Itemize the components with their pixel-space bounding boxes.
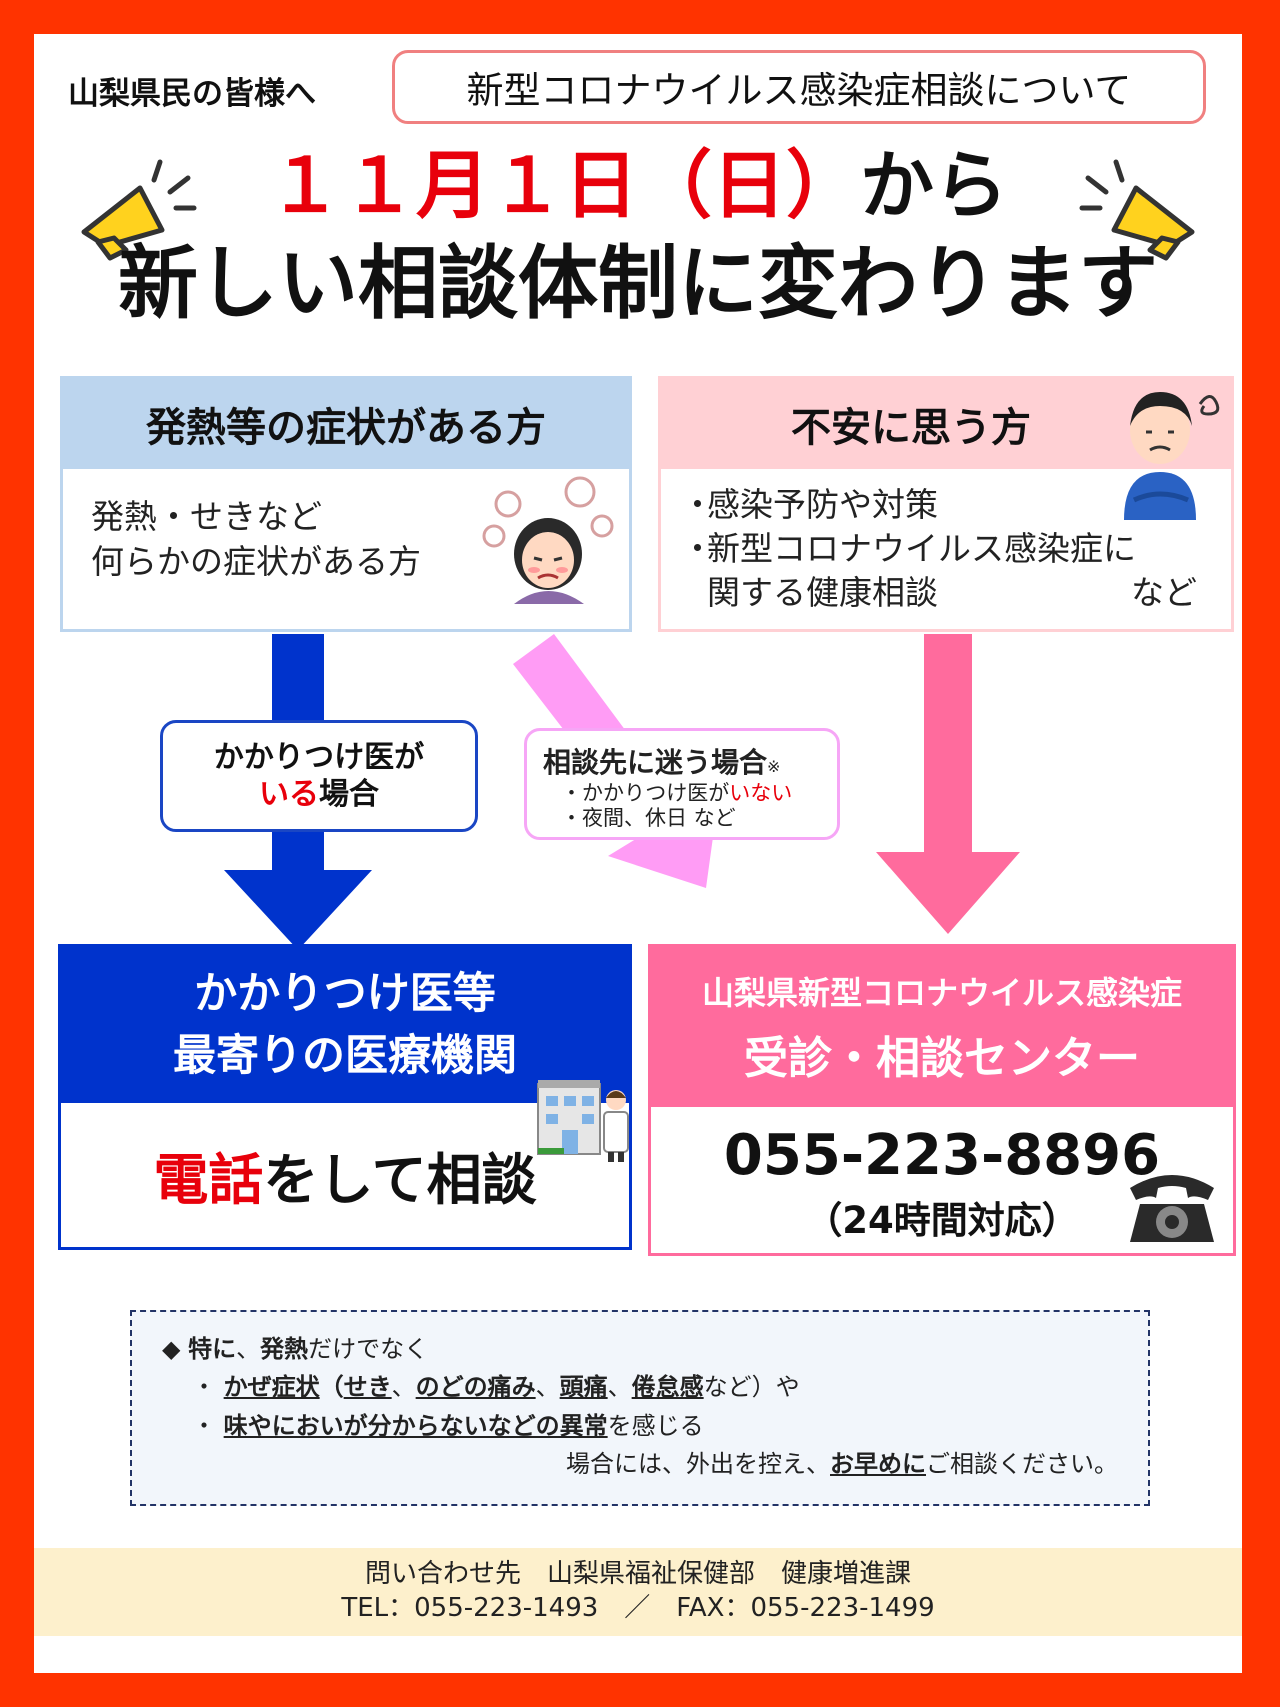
center-box-title: 山梨県新型コロナウイルス感染症 受診・相談センター bbox=[651, 947, 1233, 1107]
fever-line-1: 発熱・せきなど bbox=[91, 497, 322, 536]
has-gp-label: かかりつけ医が いる場合 bbox=[160, 720, 478, 832]
arrow-to-center bbox=[876, 634, 1020, 934]
start-date-headline: １１月１日（日）から bbox=[34, 142, 1242, 231]
fever-symptoms-box: 発熱等の症状がある方 発熱・せきなど 何らかの症状がある方 bbox=[60, 376, 632, 632]
topic-box: 新型コロナウイルス感染症相談について bbox=[392, 50, 1206, 124]
center-hours: （24時間対応） bbox=[805, 1199, 1079, 1242]
fever-box-body: 発熱・せきなど 何らかの症状がある方 bbox=[63, 469, 629, 610]
contact-department: 問い合わせ先 山梨県福祉保健部 健康増進課 bbox=[364, 1559, 911, 1590]
anxiety-box: 不安に思う方 ・ 感染予防や対策 ・ 新型コロナウイルス感染症に 関する健康相談… bbox=[658, 376, 1234, 632]
notice-line-3: ・ 味やにおいが分からないなどの異常を感じる bbox=[192, 1411, 704, 1440]
anxiety-box-body: ・ 感染予防や対策 ・ 新型コロナウイルス感染症に 関する健康相談 など bbox=[661, 469, 1231, 629]
contact-footer: 問い合わせ先 山梨県福祉保健部 健康増進課 TEL：055-223-1493 ／… bbox=[34, 1548, 1242, 1636]
megaphone-icon bbox=[81, 159, 197, 261]
gp-box: かかりつけ医等 最寄りの医療機関 電話をして相談 bbox=[58, 944, 632, 1250]
center-box-body: 055-223-8896 （24時間対応） bbox=[651, 1107, 1233, 1244]
fever-box-title: 発熱等の症状がある方 bbox=[63, 379, 629, 469]
notice-line-4: 場合には、外出を控え、お早めにご相談ください。 bbox=[566, 1450, 1118, 1479]
anxiety-bullet-2-cont: 関する健康相談 など bbox=[707, 572, 1197, 612]
telephone-icon bbox=[1130, 1175, 1214, 1242]
to-residents: 山梨県民の皆様へ bbox=[68, 76, 316, 112]
start-date: １１月１日（日） bbox=[268, 143, 860, 229]
notice-box: ◆ 特に、発熱だけでなく ・ かぜ症状（せき、のどの痛み、頭痛、倦怠感など）や … bbox=[130, 1310, 1150, 1506]
gp-box-title: かかりつけ医等 最寄りの医療機関 bbox=[61, 947, 629, 1103]
anxiety-bullet-2: ・ 新型コロナウイルス感染症に bbox=[681, 528, 1136, 568]
poster: 山梨県民の皆様へ 新型コロナウイルス感染症相談について １１月１日（日）から 新… bbox=[34, 34, 1242, 1673]
hospital-doctor-icon bbox=[537, 1080, 629, 1162]
unsure-label: 相談先に迷う場合※ ・かかりつけ医がいない ・夜間、休日 など bbox=[524, 728, 840, 840]
gp-box-body: 電話をして相談 bbox=[153, 1148, 537, 1212]
woman-sick-icon bbox=[482, 476, 614, 604]
megaphone-icon bbox=[1079, 159, 1195, 261]
notice-line-1: ◆ 特に、発熱だけでなく bbox=[162, 1335, 429, 1363]
notice-line-2: ・ かぜ症状（せき、のどの痛み、頭痛、倦怠感など）や bbox=[192, 1373, 800, 1402]
consultation-center-box: 山梨県新型コロナウイルス感染症 受診・相談センター 055-223-8896 （… bbox=[648, 944, 1236, 1256]
contact-tel-fax: TEL：055-223-1493 ／ FAX：055-223-1499 bbox=[341, 1593, 935, 1623]
anxiety-bullet-1: ・ 感染予防や対策 bbox=[681, 485, 938, 524]
center-phone-number[interactable]: 055-223-8896 bbox=[723, 1123, 1161, 1188]
fever-line-2: 何らかの症状がある方 bbox=[91, 541, 421, 581]
worried-man-icon bbox=[1124, 392, 1220, 520]
main-headline: 新しい相談体制に変わります bbox=[118, 237, 1158, 330]
start-date-suffix: から bbox=[860, 143, 1008, 229]
